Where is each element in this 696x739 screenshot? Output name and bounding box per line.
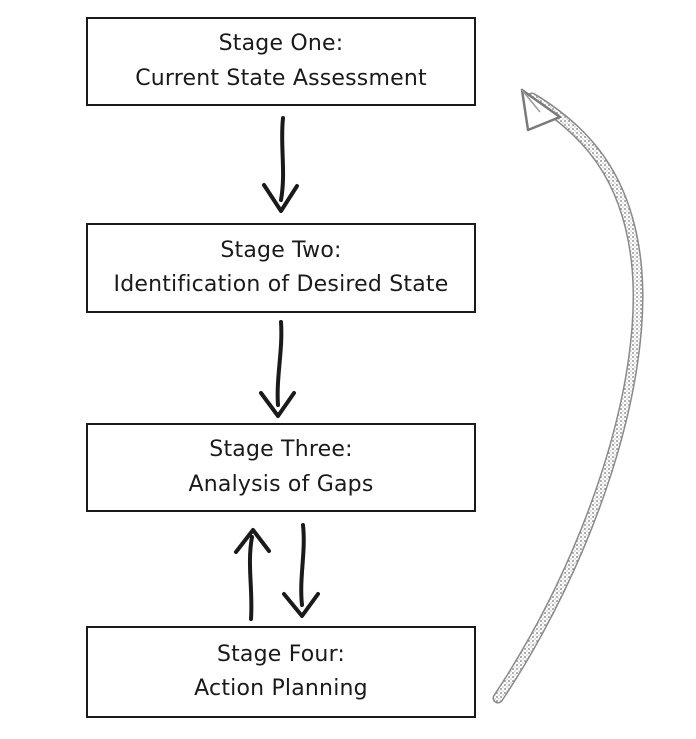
stage-one-subtitle: Current State Assessment [135,65,427,91]
stage-three-subtitle: Analysis of Gaps [188,471,374,497]
stage-four-title: Stage Four: [216,641,346,667]
stage-three-title: Stage Three: [209,437,353,463]
arrow-down-icon [259,320,296,418]
return-arrow-icon [492,88,644,704]
stage-one-title: Stage One: [218,31,344,57]
arrow-down-icon [262,116,299,213]
stage-four-box: Stage Four: Action Planning [86,626,476,718]
arrow-down-icon [282,523,320,618]
stage-three-box: Stage Three: Analysis of Gaps [86,423,476,512]
stage-two-box: Stage Two: Identification of Desired Sta… [86,223,476,313]
stage-four-subtitle: Action Planning [194,676,368,701]
arrow-up-icon [234,528,271,621]
stage-two-subtitle: Identification of Desired State [113,272,449,297]
stage-one-box: Stage One: Current State Assessment [86,17,476,106]
stage-two-title: Stage Two: [220,237,342,263]
